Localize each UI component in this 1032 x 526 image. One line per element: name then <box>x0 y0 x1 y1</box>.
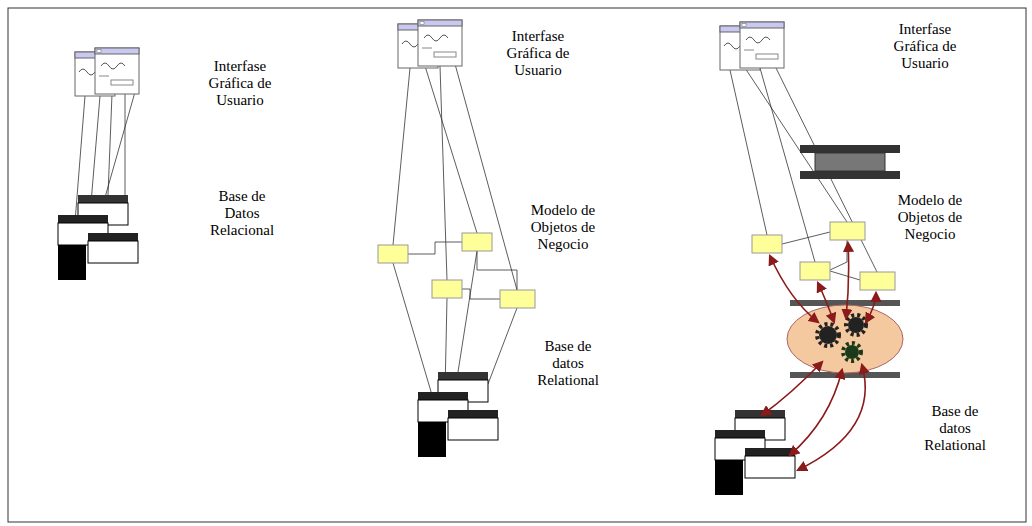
layer-band: Interfase Gráfica de Usuario <box>22 38 286 178</box>
layer-label: Modelo de Objetos de Negocio <box>523 202 603 253</box>
layer-outline <box>358 172 626 337</box>
layer-label: Interfase Gráfica de Usuario <box>498 28 578 79</box>
layer-label: Base de datos Relational <box>528 338 608 389</box>
mapping-arrow <box>762 243 876 470</box>
layer-shape <box>22 38 286 173</box>
window-icon <box>398 20 462 68</box>
layer-shape <box>665 375 1007 505</box>
layer-outline <box>665 15 1007 145</box>
layer-shape <box>358 320 626 456</box>
layer-label: Interfase Gráfica de Usuario <box>200 58 280 109</box>
business-object <box>378 233 535 308</box>
layer-shape <box>358 12 626 178</box>
layer-band: Modelo de Objetos de Negocio <box>358 172 626 337</box>
layer-label: Base de datos Relational <box>915 403 995 454</box>
layer-band: Modelo de Objetos de Negocio <box>665 180 1007 302</box>
window-icon <box>720 22 784 70</box>
figure-frame <box>8 8 1026 522</box>
layer-shape <box>22 143 286 323</box>
connector-plate <box>800 145 900 179</box>
persistence-engine <box>787 300 903 378</box>
layer-label: Interfase Gráfica de Usuario <box>885 21 965 72</box>
database-icon <box>715 410 795 495</box>
layer-shape <box>358 172 626 335</box>
layer-label: Modelo de Objetos de Negocio <box>890 192 970 243</box>
layer-shape <box>665 15 1007 145</box>
business-object <box>752 222 895 290</box>
layer-band: Interfase Gráfica de Usuario <box>665 15 1007 145</box>
layer-band: Base de Datos Relacional <box>22 143 286 323</box>
layer-shape <box>665 180 1007 302</box>
database-icon <box>58 195 138 280</box>
layer-band: Interfase Gráfica de Usuario <box>358 12 626 180</box>
panel-three-tier <box>393 64 517 395</box>
layer-outline <box>358 12 626 180</box>
window-icon <box>75 48 139 96</box>
database-icon <box>418 372 498 457</box>
layer-band: Base de datos Relational <box>358 320 626 458</box>
layer-label: Base de Datos Relacional <box>202 188 282 239</box>
